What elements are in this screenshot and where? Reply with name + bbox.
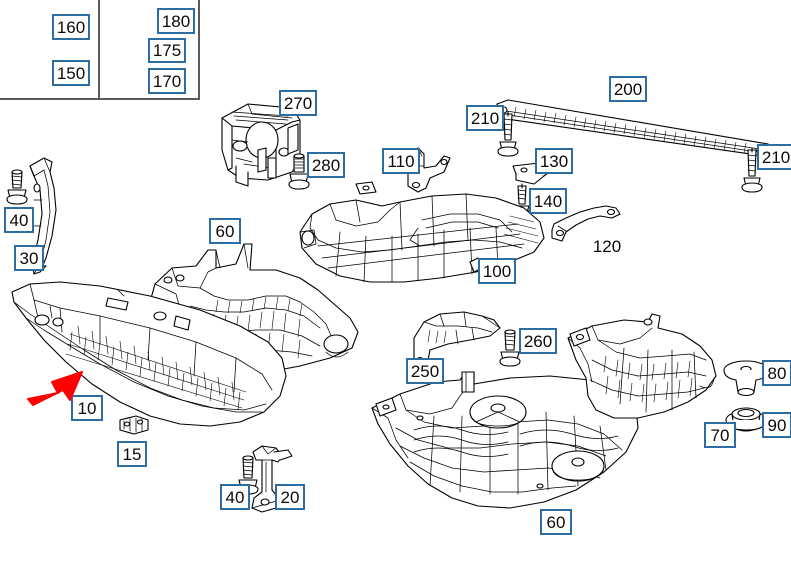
part-260-bolt <box>499 329 521 367</box>
callout-140-screw[interactable]: 140 <box>529 188 567 214</box>
part-270-bracket-housing <box>221 103 301 187</box>
callout-200-cross-strip-seal[interactable]: 200 <box>609 76 647 102</box>
callout-100-engine-undertray[interactable]: 100 <box>478 258 516 284</box>
red-highlight-arrow <box>27 371 83 406</box>
callout-40-bolt[interactable]: 40 <box>220 484 250 510</box>
callout-170-flanged-bolt[interactable]: 170 <box>148 68 186 94</box>
callout-80-grommet-cap[interactable]: 80 <box>762 360 791 386</box>
callout-270-bracket-housing[interactable]: 270 <box>279 90 317 116</box>
callout-160-clip[interactable]: 160 <box>52 14 90 40</box>
part-10-front-splash-shield <box>11 281 287 427</box>
callout-150-push-pin-rivet[interactable]: 150 <box>52 60 90 86</box>
part-60-underbody-panel-bottom <box>371 371 639 509</box>
callout-210-screw[interactable]: 210 <box>466 105 504 131</box>
callout-10-front-splash-shield[interactable]: 10 <box>71 395 103 421</box>
part-210-screw-left <box>497 111 519 157</box>
part-120-curved-bracket <box>551 205 621 242</box>
part-200-cross-strip <box>496 99 769 157</box>
callout-40-bolt[interactable]: 40 <box>4 207 34 233</box>
part-90-grommet <box>725 407 767 432</box>
callout-280-bolt[interactable]: 280 <box>307 152 345 178</box>
part-210-screw-right <box>741 147 763 193</box>
part-40-bolt-upper <box>6 169 28 205</box>
callout-15-clip[interactable]: 15 <box>117 441 147 467</box>
callout-90-grommet[interactable]: 90 <box>762 412 791 438</box>
part-15-clip <box>119 415 149 435</box>
callout-120-curved-bracket[interactable]: 120 <box>592 236 622 256</box>
callout-260-bolt[interactable]: 260 <box>519 328 557 354</box>
part-70-rear-underbody-panel <box>567 313 717 419</box>
part-80-grommet-cap <box>723 360 769 397</box>
callout-60-underbody-panel[interactable]: 60 <box>209 218 241 244</box>
callout-60-underbody-panel[interactable]: 60 <box>540 509 572 535</box>
callout-30-side-rail-bracket[interactable]: 30 <box>14 245 44 271</box>
callout-175-washer[interactable]: 175 <box>148 38 186 63</box>
callout-110-bracket[interactable]: 110 <box>382 148 420 174</box>
callout-180-clip-bracket[interactable]: 180 <box>157 8 195 34</box>
callout-130-flat-bracket[interactable]: 130 <box>535 148 573 174</box>
callout-20-support-strut[interactable]: 20 <box>275 484 305 510</box>
callout-70-rear-underbody-panel[interactable]: 70 <box>704 422 736 448</box>
part-280-bolt <box>288 153 310 190</box>
callout-210-screw[interactable]: 210 <box>757 144 791 170</box>
callout-250-reinforcement-rail[interactable]: 250 <box>406 358 444 384</box>
